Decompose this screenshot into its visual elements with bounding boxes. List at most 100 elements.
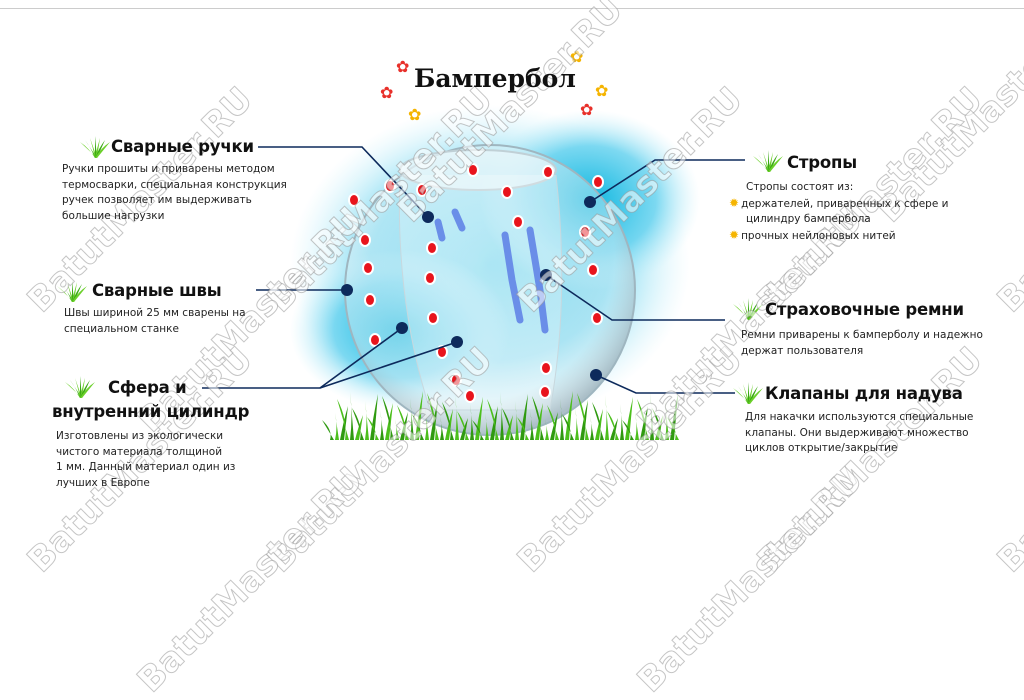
grass-blade [445, 409, 453, 440]
weld-dot [426, 241, 438, 255]
bullet-text: прочных нейлоновых нитей [741, 229, 896, 242]
weld-dot [587, 263, 599, 277]
heading-welded-seams: Сварные швы [92, 281, 222, 300]
text-line: Стропы состоят из: [746, 181, 854, 193]
grass-blade [500, 392, 504, 440]
grass-blade [622, 420, 634, 440]
grass-blade [382, 396, 394, 440]
grass [322, 391, 679, 440]
weld-dot [364, 293, 376, 307]
sun-bullet-icon: ✹ [729, 227, 740, 242]
svg-text:✿: ✿ [595, 81, 608, 100]
weld-dot [592, 175, 604, 189]
weld-dot [384, 179, 396, 193]
grass-blade [412, 414, 424, 440]
grass-tuft-icon [80, 136, 110, 158]
heading-slings: Стропы [787, 153, 857, 172]
grass-blade [335, 413, 339, 440]
text-line: циклов открытие/закрытие [745, 442, 898, 454]
text-slings: Стропы состоят из: ✹держателей, приварен… [729, 180, 948, 244]
text-line: ручек позволяет им выдерживать [62, 194, 252, 206]
grass-blade [487, 399, 499, 440]
grass-blade [640, 406, 648, 440]
grass-blade [415, 391, 423, 440]
heading-safety-belts: Страховочные ремни [765, 300, 964, 319]
grass-blade [560, 398, 564, 440]
weld-dots [348, 163, 604, 403]
grass-blade [322, 420, 334, 440]
grass-icons [57, 136, 783, 404]
grass-blade [455, 395, 459, 440]
text-safety-belts: Ремни приварены к бамперболу и надежно д… [741, 328, 983, 359]
grass-blade [440, 416, 444, 440]
svg-text:✿: ✿ [396, 57, 409, 76]
grass-blade [545, 419, 549, 440]
grass-blade [380, 410, 384, 440]
grass-blade [532, 396, 544, 440]
text-inflation-valves: Для накачки используются специальные кла… [745, 410, 973, 457]
grass-blade [395, 419, 399, 440]
grass-blade [475, 397, 483, 440]
grass-blade [517, 417, 529, 440]
heading-inflation-valves: Клапаны для надува [765, 384, 963, 403]
grass-blade [367, 417, 379, 440]
grass-blade [365, 401, 369, 440]
grass-blade [427, 393, 439, 440]
callout-lines [202, 146, 745, 394]
weld-dot [450, 373, 462, 387]
weld-dot [424, 271, 436, 285]
grass-blade [425, 407, 429, 440]
text-line: клапаны. Они выдерживают множество [745, 426, 969, 439]
weld-dot [467, 163, 479, 177]
grass-blade [590, 416, 594, 440]
svg-text:✿: ✿ [570, 47, 583, 66]
weld-dot [427, 311, 439, 325]
grass-blade [520, 394, 528, 440]
grass-tuft-icon [753, 150, 783, 172]
grass-blade [650, 392, 654, 440]
grass-blade [620, 404, 624, 440]
text-line: Для накачки используются специальные [745, 411, 974, 423]
grass-blade [575, 407, 579, 440]
weld-dot [512, 215, 524, 229]
grass-blade [595, 409, 603, 440]
grass-blade [655, 415, 663, 440]
grass-blade [442, 402, 454, 440]
grass-blade [490, 406, 498, 440]
grass-blade [460, 418, 468, 440]
text-welded-seams: Швы шириной 25 мм сварены на специальном… [64, 306, 246, 337]
text-line: большие нагрузки [62, 209, 165, 222]
weld-dot [540, 361, 552, 375]
top-border [0, 8, 1024, 9]
weld-dot [359, 233, 371, 247]
heading-sphere-line1: Сфера и [108, 378, 187, 397]
grass-tuft-icon [65, 376, 95, 398]
weld-dot [591, 311, 603, 325]
grass-tuft-icon [733, 298, 763, 320]
grass-blade [635, 413, 639, 440]
bullet-text: держателей, приваренных к сфере и [741, 197, 949, 210]
grass-blade [670, 394, 678, 440]
weld-dot [501, 185, 513, 199]
grass-blade [505, 415, 513, 440]
grass-blade [337, 399, 349, 440]
text-welded-handles: Ручки прошиты и приварены методом термос… [62, 162, 287, 224]
grass-blade [625, 397, 633, 440]
weld-dot [416, 183, 428, 197]
grass-blade [607, 411, 619, 440]
weld-dot [539, 385, 551, 399]
grass-blade [472, 420, 484, 440]
weld-dot [369, 333, 381, 347]
grass-blade [340, 406, 348, 440]
grass-blade [637, 399, 649, 440]
weld-dot [436, 345, 448, 359]
text-line: Изготовлены из экологически [56, 430, 224, 442]
sun-bullet-icon: ✹ [729, 195, 740, 210]
text-line: цилиндру бампербола [746, 213, 871, 225]
weld-dot [542, 165, 554, 179]
grass-blade [485, 413, 489, 440]
text-line: чистого материала толщиной [56, 445, 223, 458]
grass-blade [605, 395, 609, 440]
weld-dot [579, 225, 591, 239]
grass-blade [610, 418, 618, 440]
